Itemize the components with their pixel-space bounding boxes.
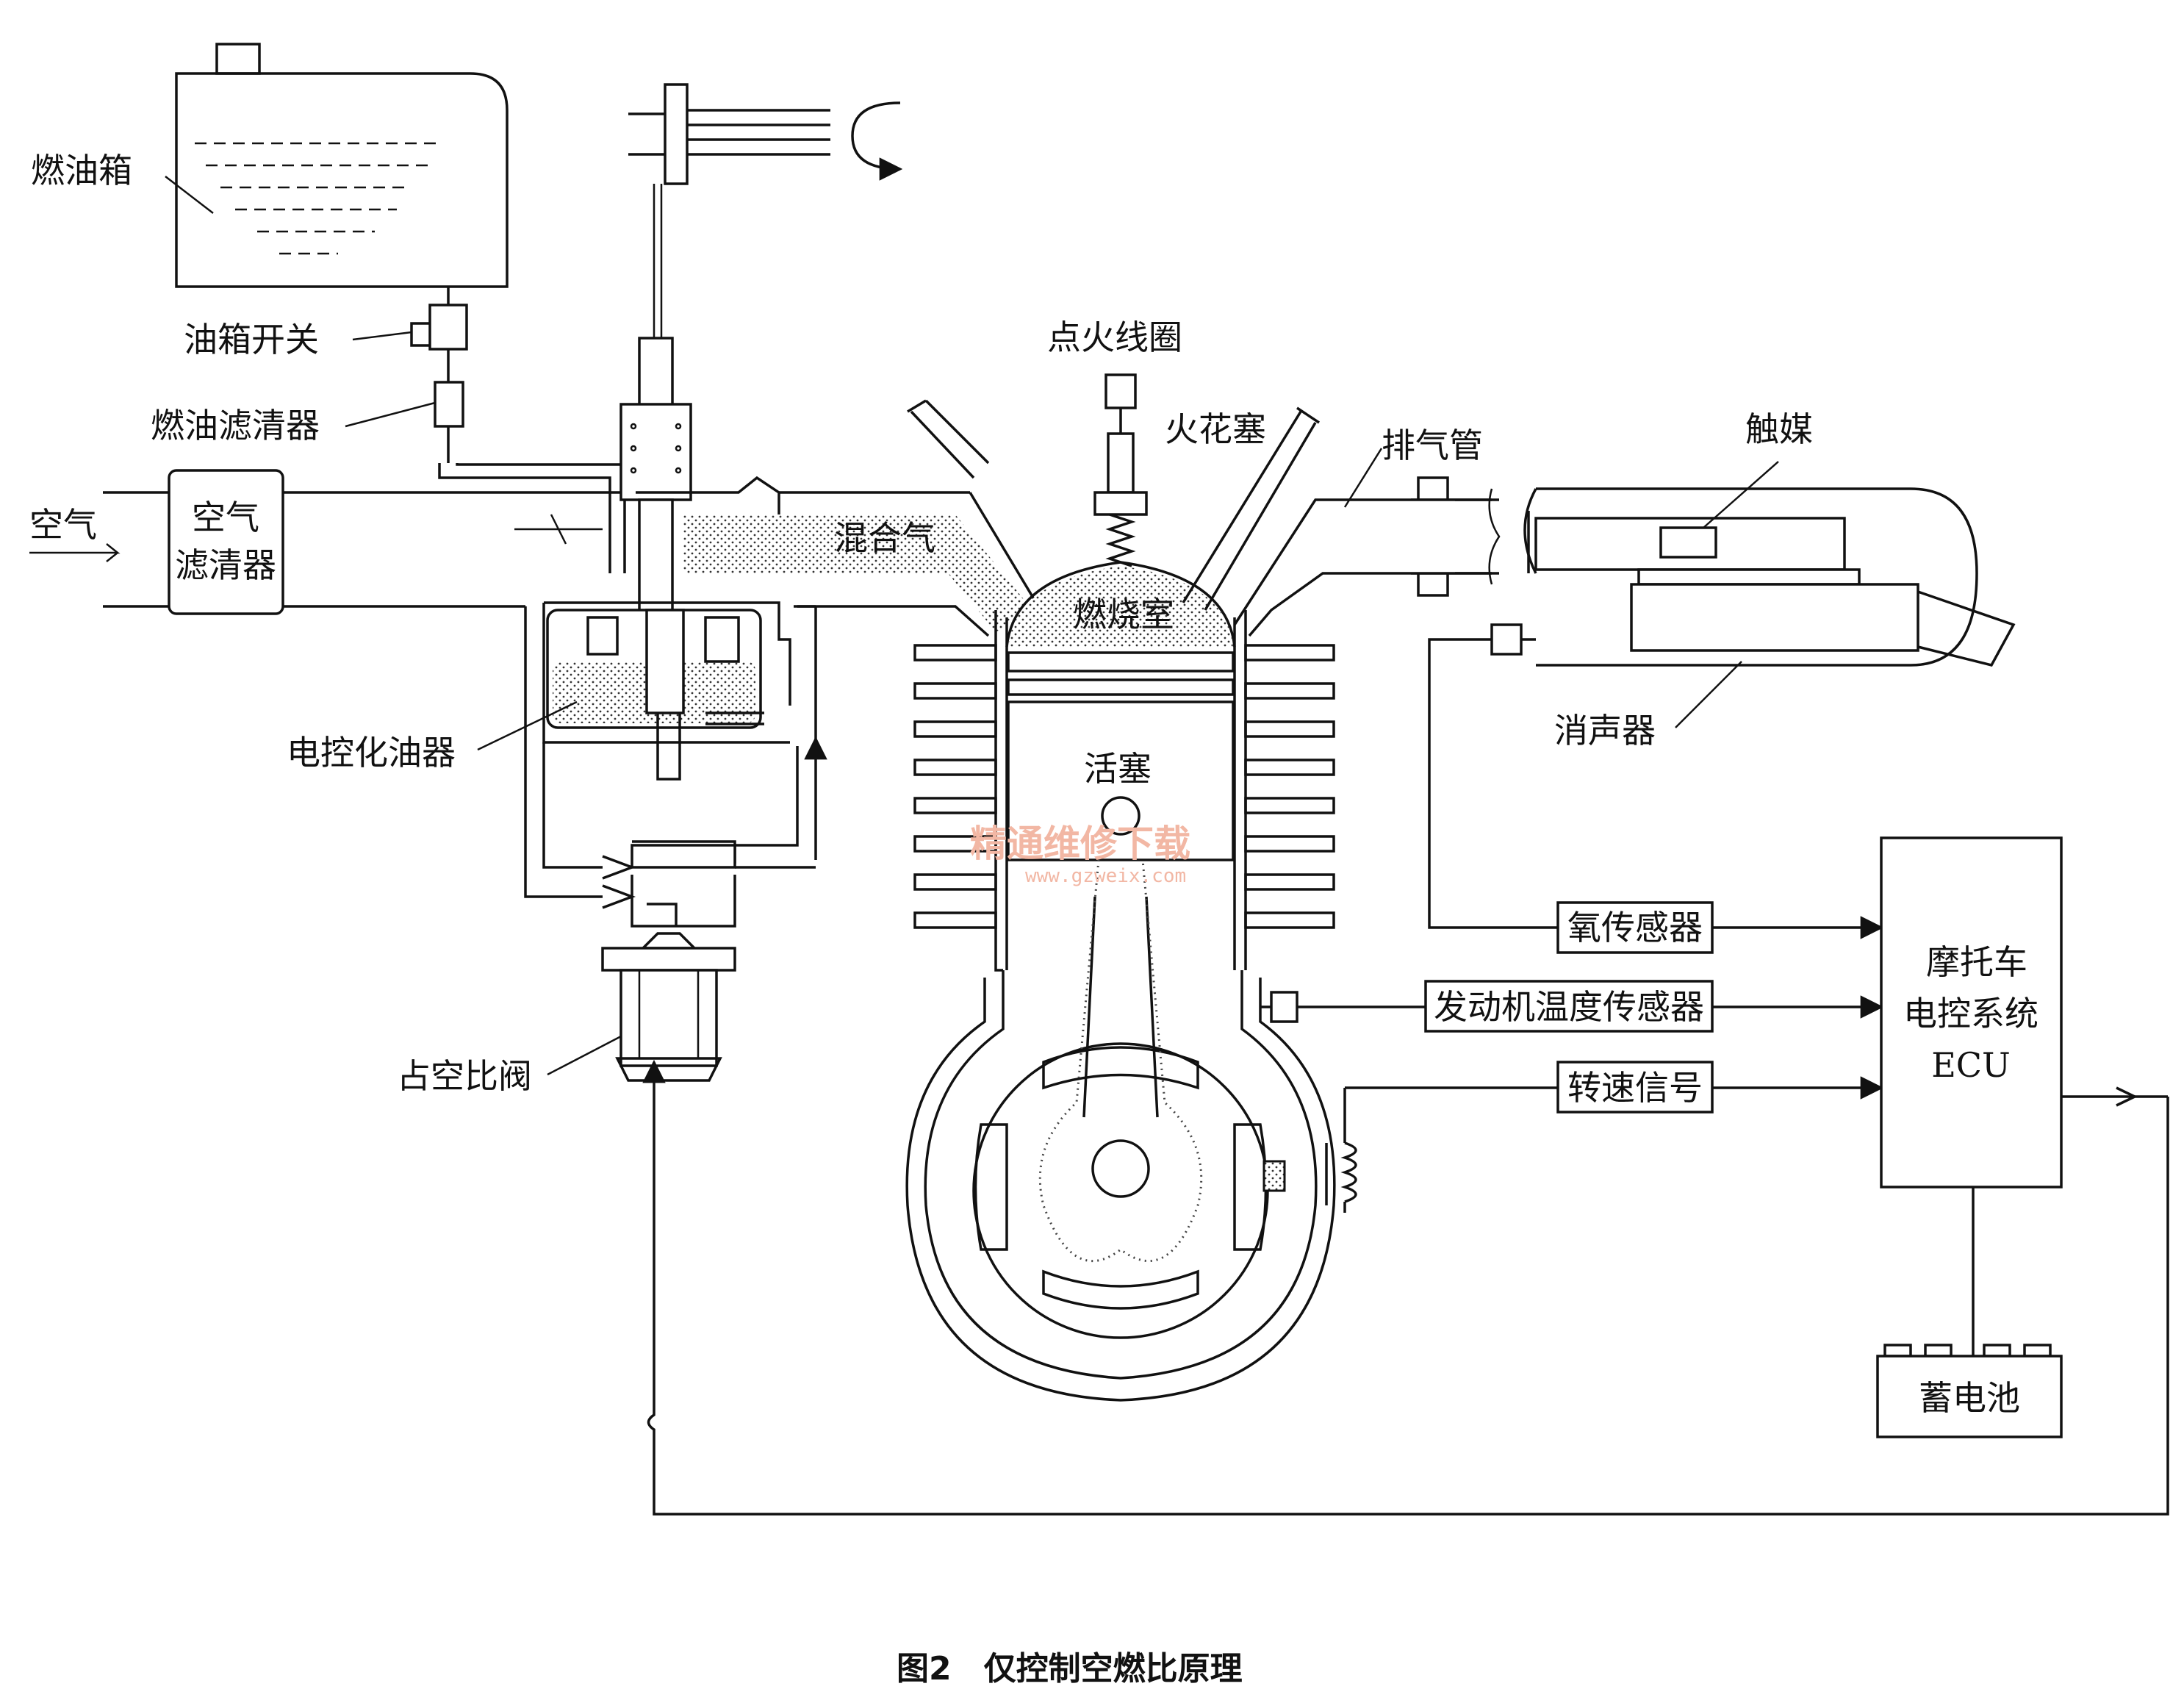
duty-ratio-valve — [601, 875, 736, 1082]
catalyst — [1659, 526, 1717, 559]
tank-switch-label: 油箱开关 — [184, 320, 319, 359]
o2-sensor-label: 氧传感器 — [1567, 908, 1703, 947]
speed-signal-box — [1556, 1061, 1714, 1114]
air-filter-label-2: 滤清器 — [175, 545, 276, 585]
ecu-box — [1880, 836, 2063, 1188]
muffler — [1490, 487, 2016, 667]
air-filter-box — [168, 469, 284, 615]
fuel-filter-label: 燃油滤清器 — [151, 406, 320, 445]
air-filter-label-1: 空气 — [192, 498, 259, 537]
throttle-grip — [628, 83, 903, 338]
engine-cylinder — [905, 561, 1336, 1402]
catalyst-label: 触媒 — [1745, 409, 1813, 449]
mixture-label: 混合气 — [834, 518, 935, 558]
muffler-label: 消声器 — [1554, 711, 1656, 750]
battery-label: 蓄电池 — [1919, 1378, 2020, 1418]
electronic-carburetor — [514, 337, 791, 781]
speed-signal-label: 转速信号 — [1567, 1068, 1703, 1108]
duty-valve-label: 占空比阀 — [397, 1056, 532, 1096]
engine-temp-sensor-box — [1424, 980, 1714, 1033]
air-intake-pipe — [103, 491, 636, 608]
spark-plug-label: 火花塞 — [1165, 409, 1266, 449]
spark-plug — [1093, 373, 1148, 567]
fuel-filter — [434, 349, 464, 463]
fuel-tank — [175, 43, 509, 288]
ignition-coil-label: 点火线圈 — [1047, 318, 1182, 357]
piston-label: 活塞 — [1084, 749, 1152, 789]
engine-temp-sensor — [1260, 991, 1298, 1023]
fuel-level-dashes — [195, 142, 441, 255]
battery-box — [1876, 1344, 2063, 1438]
air-label: 空气 — [29, 505, 97, 545]
ecu-label-2: 电控系统 — [1903, 994, 2038, 1033]
engine-temp-sensor-label: 发动机温度传感器 — [1434, 987, 1704, 1027]
watermark-url: www.gzweix.com — [1025, 865, 1186, 887]
figure-caption: 图2 仅控制空燃比原理 — [897, 1650, 1243, 1688]
carburetor-label: 电控化油器 — [287, 733, 456, 772]
exhaust-pipe-label: 排气管 — [1382, 426, 1483, 465]
combustion-chamber-label: 燃烧室 — [1073, 595, 1174, 634]
o2-sensor-box — [1556, 901, 1714, 954]
tank-switch — [410, 287, 468, 351]
pickup-coil — [1325, 1088, 1357, 1213]
ecu-label-1: 摩托车 — [1926, 942, 2027, 982]
intake-manifold — [683, 399, 1038, 637]
air-bypass-circuit — [524, 605, 827, 909]
fuel-tank-label: 燃油箱 — [31, 151, 132, 190]
exhaust-pipe — [1182, 406, 1501, 637]
ecu-label-3: ECU — [1931, 1045, 2011, 1085]
watermark-title: 精通维修下载 — [970, 822, 1190, 865]
